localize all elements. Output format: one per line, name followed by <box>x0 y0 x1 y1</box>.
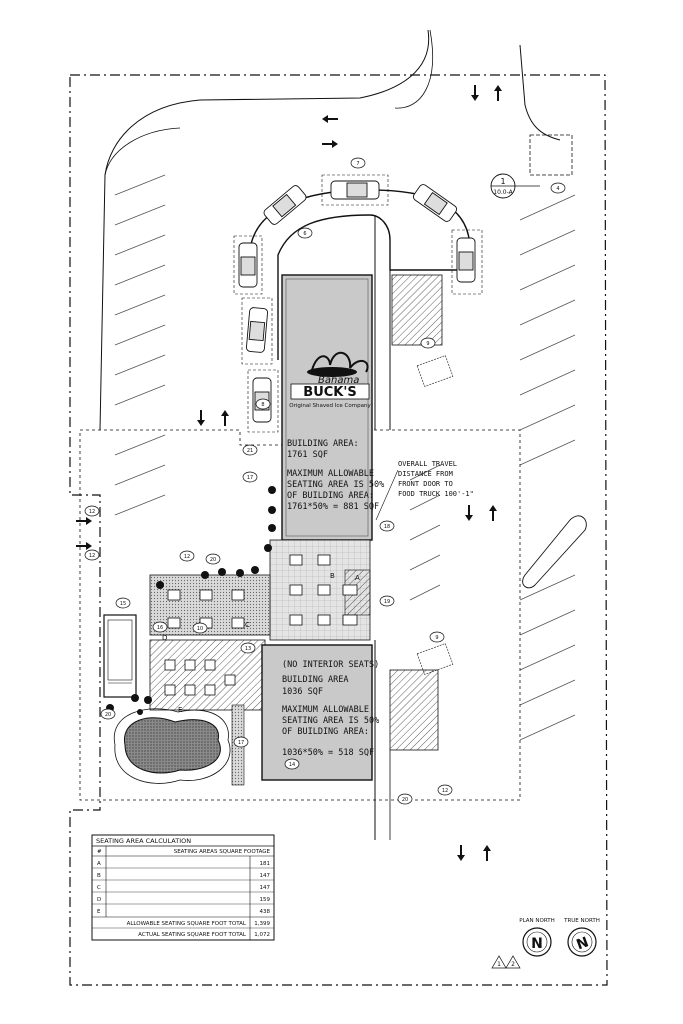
svg-text:159: 159 <box>260 897 271 903</box>
callout-bubbles <box>84 157 566 805</box>
bahama-bucks-logo: Bahama BUCK'S Original Shaved Ice Compan… <box>289 351 371 409</box>
svg-text:BUILDING AREA:: BUILDING AREA: <box>287 439 359 449</box>
area-label-b: B <box>330 572 335 580</box>
landscape-island <box>522 515 587 589</box>
landscape-symbols <box>416 355 454 675</box>
area-label-e: E <box>178 706 182 714</box>
table-row-area: A <box>97 861 101 867</box>
svg-text:18: 18 <box>384 524 390 530</box>
area-label-c: C <box>245 621 250 629</box>
second-building <box>261 644 373 781</box>
svg-text:12: 12 <box>89 553 95 559</box>
svg-text:147: 147 <box>260 885 271 891</box>
svg-text:12: 12 <box>442 788 448 794</box>
actual-total-label: ACTUAL SEATING SQUARE FOOT TOTAL <box>138 932 247 938</box>
svg-text:21: 21 <box>247 448 253 454</box>
svg-text:15: 15 <box>120 601 126 607</box>
svg-text:PLAN NORTH: PLAN NORTH <box>519 918 555 924</box>
svg-text:1761 SQF: 1761 SQF <box>287 450 328 460</box>
svg-text:9: 9 <box>435 635 438 641</box>
svg-text:12: 12 <box>184 554 190 560</box>
svg-text:2: 2 <box>511 961 515 968</box>
svg-text:20: 20 <box>402 797 408 803</box>
svg-text:1036*50% = 518 SQF: 1036*50% = 518 SQF <box>282 748 374 758</box>
table-title: SEATING AREA CALCULATION <box>96 837 191 845</box>
svg-text:6: 6 <box>303 231 306 237</box>
svg-text:N: N <box>574 934 590 953</box>
svg-text:(NO INTERIOR SEATS): (NO INTERIOR SEATS) <box>282 660 379 670</box>
svg-text:DISTANCE FROM: DISTANCE FROM <box>398 470 453 478</box>
svg-text:9: 9 <box>426 341 429 347</box>
svg-text:E: E <box>97 909 101 915</box>
area-label-a: A <box>355 574 360 582</box>
svg-text:12: 12 <box>89 509 95 515</box>
logo-main: BUCK'S <box>303 385 356 400</box>
area-label-d: D <box>162 634 167 642</box>
svg-text:SEATING AREA IS 50%: SEATING AREA IS 50% <box>287 480 384 490</box>
pond <box>124 717 221 774</box>
table-row-sqft: 181 <box>260 861 271 867</box>
svg-text:20: 20 <box>105 712 111 718</box>
svg-text:BUILDING AREA: BUILDING AREA <box>282 675 349 685</box>
svg-text:10.0-A: 10.0-A <box>493 189 513 196</box>
svg-text:14: 14 <box>289 762 295 768</box>
logo-script: Bahama <box>318 375 359 386</box>
table-header-sqft: SEATING AREAS SQUARE FOOTAGE <box>174 849 271 855</box>
svg-text:B: B <box>97 873 101 879</box>
main-building <box>281 274 373 541</box>
svg-text:438: 438 <box>260 909 271 915</box>
svg-text:MAXIMUM ALLOWABLE: MAXIMUM ALLOWABLE <box>282 705 369 715</box>
svg-text:7: 7 <box>356 161 359 167</box>
svg-text:D: D <box>97 897 101 903</box>
parking-stalls-right <box>409 194 576 741</box>
svg-text:16: 16 <box>157 625 163 631</box>
svg-text:1036 SQF: 1036 SQF <box>282 687 323 697</box>
svg-text:FRONT DOOR TO: FRONT DOOR TO <box>398 480 453 488</box>
svg-text:N: N <box>531 936 543 952</box>
svg-text:1: 1 <box>497 961 501 968</box>
palm-plantings <box>106 486 276 715</box>
revision-markers: 1 2 <box>491 955 521 969</box>
second-building-label: (NO INTERIOR SEATS) BUILDING AREA 1036 S… <box>282 660 379 758</box>
svg-text:OF BUILDING AREA:: OF BUILDING AREA: <box>282 727 369 737</box>
travel-distance-note: OVERALL TRAVEL DISTANCE FROM FRONT DOOR … <box>375 460 474 521</box>
allowable-total-label: ALLOWABLE SEATING SQUARE FOOT TOTAL <box>127 921 247 927</box>
drive-through-cars <box>238 180 476 423</box>
access-road <box>99 29 430 431</box>
traffic-arrows <box>76 85 502 861</box>
svg-text:TRUE NORTH: TRUE NORTH <box>563 918 600 924</box>
svg-text:4: 4 <box>556 186 559 192</box>
svg-text:147: 147 <box>260 873 271 879</box>
plan-north-icon: PLAN NORTH N <box>519 918 555 957</box>
svg-text:8: 8 <box>261 402 264 408</box>
actual-total-value: 1,072 <box>254 932 270 938</box>
true-north-icon: TRUE NORTH N <box>563 918 600 957</box>
food-truck <box>103 614 137 698</box>
svg-text:SEATING AREA IS 50%: SEATING AREA IS 50% <box>282 716 379 726</box>
svg-text:1: 1 <box>500 177 505 186</box>
svg-text:MAXIMUM ALLOWABLE: MAXIMUM ALLOWABLE <box>287 469 374 479</box>
hatched-striping-bottom <box>389 669 439 751</box>
seating-area-table: SEATING AREA CALCULATION # SEATING AREAS… <box>91 834 275 941</box>
svg-text:OVERALL TRAVEL: OVERALL TRAVEL <box>398 460 457 468</box>
allowable-total-value: 1,399 <box>254 921 270 927</box>
svg-text:20: 20 <box>210 557 216 563</box>
detail-reference-bubble: 1 10.0-A <box>490 173 540 199</box>
parking-stalls-left <box>114 174 166 516</box>
table-header-area: # <box>97 849 102 855</box>
svg-text:17: 17 <box>247 475 253 481</box>
svg-text:C: C <box>97 885 101 891</box>
main-building-label: BUILDING AREA: 1761 SQF MAXIMUM ALLOWABL… <box>287 439 384 512</box>
svg-text:1761*50% = 881 SQF: 1761*50% = 881 SQF <box>287 502 379 512</box>
svg-text:FOOD TRUCK 100'-1": FOOD TRUCK 100'-1" <box>398 490 474 498</box>
svg-text:13: 13 <box>245 646 251 652</box>
dumpster-enclosure <box>529 134 573 176</box>
logo-tagline: Original Shaved Ice Company <box>289 403 371 409</box>
hatched-striping-top <box>391 274 443 346</box>
svg-text:19: 19 <box>384 599 390 605</box>
svg-text:10: 10 <box>197 626 203 632</box>
svg-text:OF BUILDING AREA:: OF BUILDING AREA: <box>287 491 374 501</box>
svg-text:17: 17 <box>238 740 244 746</box>
